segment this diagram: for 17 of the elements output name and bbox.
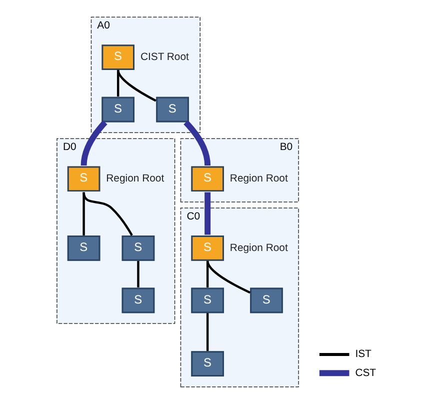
connector [116, 70, 119, 97]
legend-label: CST [354, 368, 376, 379]
legend-label: IST [354, 349, 371, 360]
connector [183, 120, 210, 166]
node-label: Region Root [229, 174, 288, 185]
node-label: Region Root [229, 242, 288, 254]
connector [204, 192, 210, 235]
connector [82, 192, 132, 236]
connector [206, 313, 208, 351]
connector [82, 192, 84, 236]
node-label: Region Root [106, 174, 164, 185]
connector [80, 120, 107, 166]
connector [116, 70, 156, 102]
node-label: CIST Root [140, 52, 188, 64]
connector [206, 260, 208, 288]
connector [136, 261, 139, 288]
connector [206, 260, 250, 294]
